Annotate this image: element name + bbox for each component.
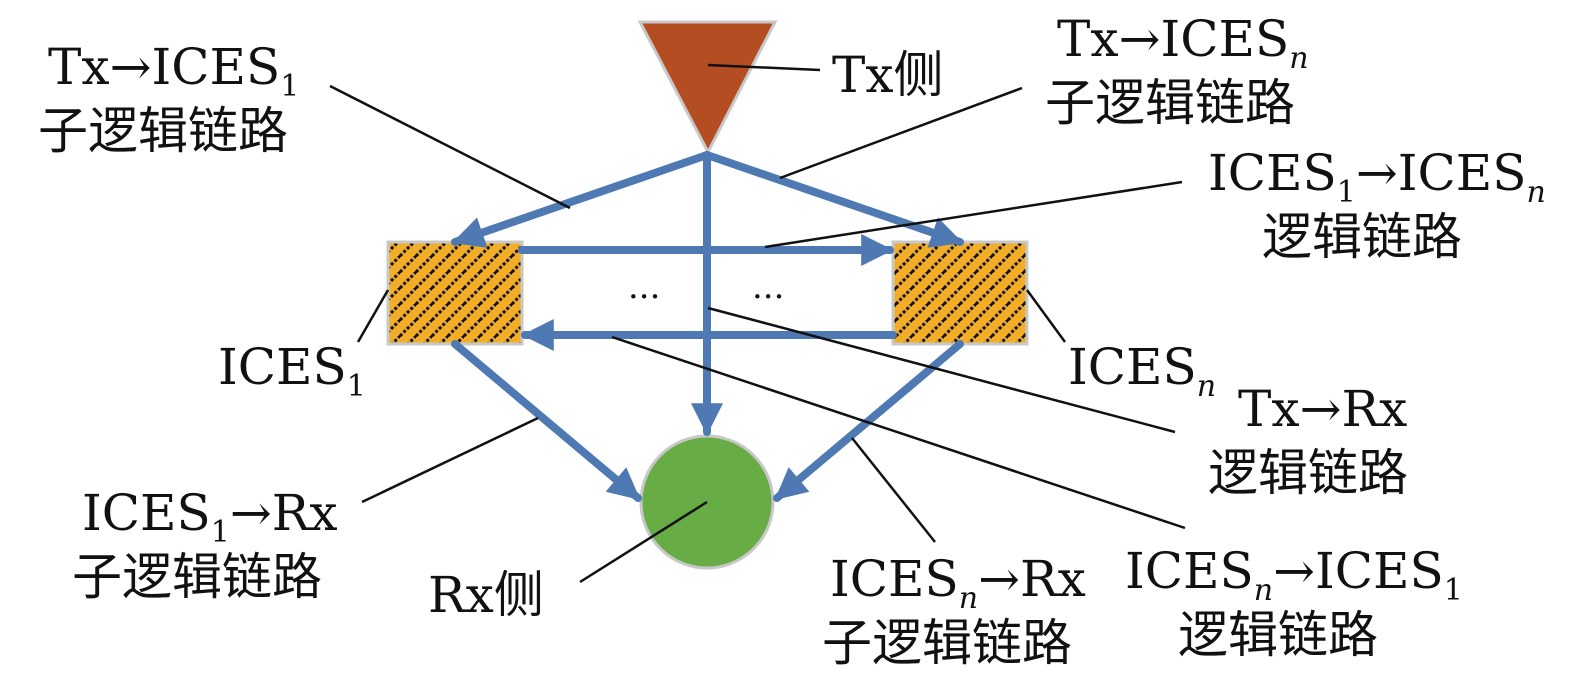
link-tx-ices1 (451, 151, 711, 248)
label-ices1: ICES1 (218, 338, 366, 404)
label-ices1-rx-title: ICES1→Rx (82, 484, 338, 550)
tx-side-label: Tx侧 (832, 46, 944, 104)
rx-side-label: Rx侧 (428, 566, 544, 624)
leader-ices1 (356, 289, 390, 343)
label-ices1-icesn-title: ICES1→ICESn (1208, 144, 1546, 210)
ices1-node (386, 240, 524, 346)
label-icesn-ices1-title: ICESn→ICES1 (1125, 542, 1463, 608)
label-ices1-icesn-desc: 逻辑链路 (1262, 208, 1462, 266)
link-ices1-rx (451, 340, 642, 502)
leader-icesn (1025, 289, 1067, 343)
link-tx-icesn (703, 151, 964, 248)
leader-icesn-rx (851, 437, 936, 543)
label-icesn-rx-desc: 子逻辑链路 (822, 614, 1072, 672)
label-tx-icesn-desc: 子逻辑链路 (1045, 74, 1295, 132)
label-tx-ices1-title: Tx→ICES1 (48, 38, 299, 104)
label-icesn-rx-title: ICESn→Rx (830, 550, 1086, 616)
label-icesn: ICESn (1068, 338, 1216, 404)
tx-node (637, 20, 778, 156)
icesn-node (891, 240, 1029, 346)
leader-icesn-ices1 (611, 335, 1186, 530)
ellipsis-left: ··· (628, 277, 660, 317)
leader-tx-side (707, 63, 821, 72)
link-icesn-rx (773, 340, 964, 502)
label-ices1-rx-desc: 子逻辑链路 (72, 548, 322, 606)
label-tx-icesn-title: Tx→ICESn (1057, 10, 1309, 76)
label-icesn-ices1-desc: 逻辑链路 (1178, 606, 1378, 664)
leader-tx-rx (707, 306, 1176, 434)
leader-tx-ices1 (329, 84, 571, 210)
leader-tx-icesn (779, 86, 1023, 180)
ellipsis-right: ··· (752, 277, 784, 317)
label-tx-rx-desc: 逻辑链路 (1208, 444, 1408, 502)
label-tx-ices1-desc: 子逻辑链路 (38, 102, 288, 160)
leader-rx-side (579, 500, 708, 584)
label-tx-rx-title: Tx→Rx (1238, 380, 1407, 438)
leader-ices1-icesn (764, 180, 1183, 249)
leader-ices1-rx (361, 416, 539, 504)
